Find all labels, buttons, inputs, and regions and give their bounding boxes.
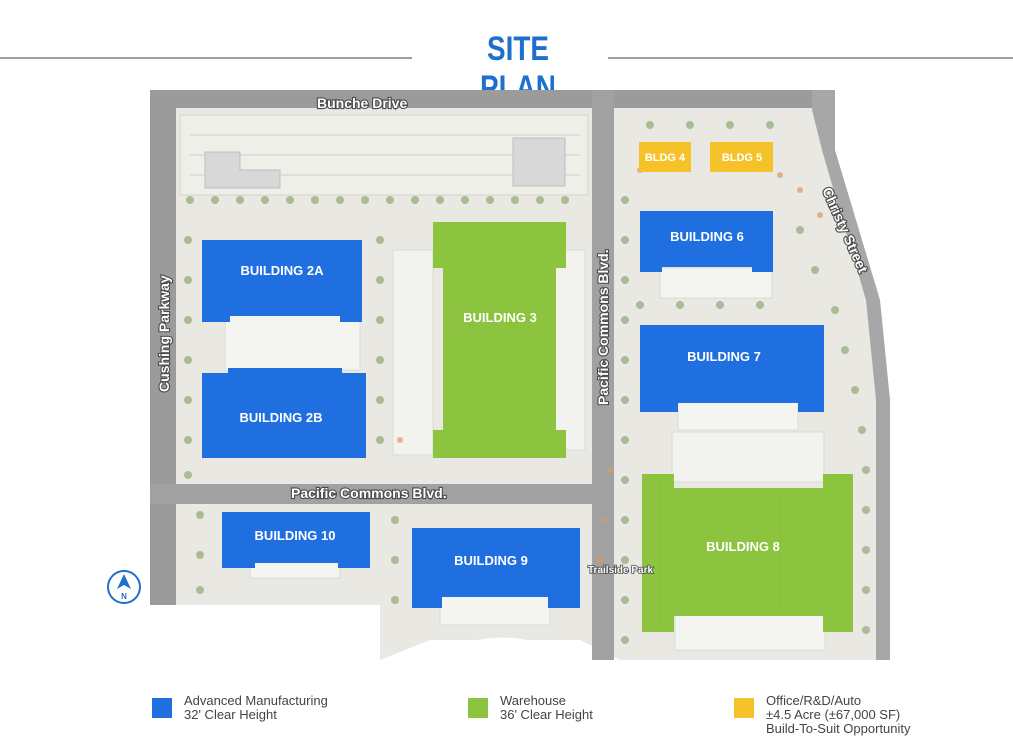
label-trailside-park: Trailside Park: [588, 565, 653, 576]
title-rule-left: [0, 57, 412, 59]
building-6-footprint: [640, 211, 773, 272]
building-7-footprint: [640, 325, 824, 412]
road-christy: [812, 90, 890, 660]
label-building-2b: BUILDING 2B: [239, 410, 322, 425]
label-building-8: BUILDING 8: [706, 539, 780, 554]
label-building-10: BUILDING 10: [255, 528, 336, 543]
road-bunche: [150, 90, 835, 108]
building-3-footprint: [433, 222, 566, 458]
road-pacific-horizontal: [150, 484, 614, 504]
label-building-5: BLDG 5: [722, 152, 762, 164]
building-2a-footprint: [202, 240, 362, 322]
legend-warehouse-line1: Warehouse: [500, 693, 566, 708]
road-south-curve: [430, 637, 580, 660]
label-building-6: BUILDING 6: [670, 229, 744, 244]
label-bunche-drive: Bunche Drive: [317, 95, 407, 111]
building-8-footprint: [642, 474, 853, 632]
existing-building-east: [512, 137, 566, 187]
compass-n-label: N: [121, 592, 127, 601]
label-building-9: BUILDING 9: [454, 553, 528, 568]
label-building-4: BLDG 4: [645, 152, 686, 164]
legend-office-line1: Office/R&D/Auto: [766, 693, 862, 708]
legend-office-line2: ±4.5 Acre (±67,000 SF): [766, 707, 901, 722]
existing-building-west: [204, 151, 281, 189]
building-4-footprint: [639, 142, 691, 172]
building-9-footprint: [412, 528, 580, 608]
legend-manufacturing-line2: 32' Clear Height: [184, 707, 277, 722]
label-building-3: BUILDING 3: [463, 310, 537, 325]
building-5-footprint: [710, 142, 773, 172]
legend-swatch-warehouse: [468, 698, 488, 718]
label-pacific-commons-horizontal: Pacific Commons Blvd.: [291, 485, 447, 501]
road-cushing: [150, 90, 176, 605]
label-building-7: BUILDING 7: [687, 349, 761, 364]
title-rule-right: [608, 57, 1013, 59]
legend-manufacturing-line1: Advanced Manufacturing: [184, 693, 328, 708]
road-pacific-vertical: [592, 90, 614, 660]
legend-warehouse-line2: 36' Clear Height: [500, 707, 593, 722]
label-pacific-commons-vertical: Pacific Commons Blvd.: [595, 249, 611, 405]
label-cushing-parkway: Cushing Parkway: [156, 275, 172, 392]
legend-swatch-office: [734, 698, 754, 718]
building-2b-footprint: [202, 368, 366, 458]
site-plan-map: BUILDING 2A BUILDING 2B BUILDING 3 BLDG …: [107, 90, 890, 660]
north-compass-icon: N: [107, 570, 141, 604]
building-10-footprint: [222, 512, 370, 568]
legend-swatch-manufacturing: [152, 698, 172, 718]
label-building-2a: BUILDING 2A: [240, 263, 324, 278]
legend-office-line3: Build-To-Suit Opportunity: [766, 721, 911, 736]
